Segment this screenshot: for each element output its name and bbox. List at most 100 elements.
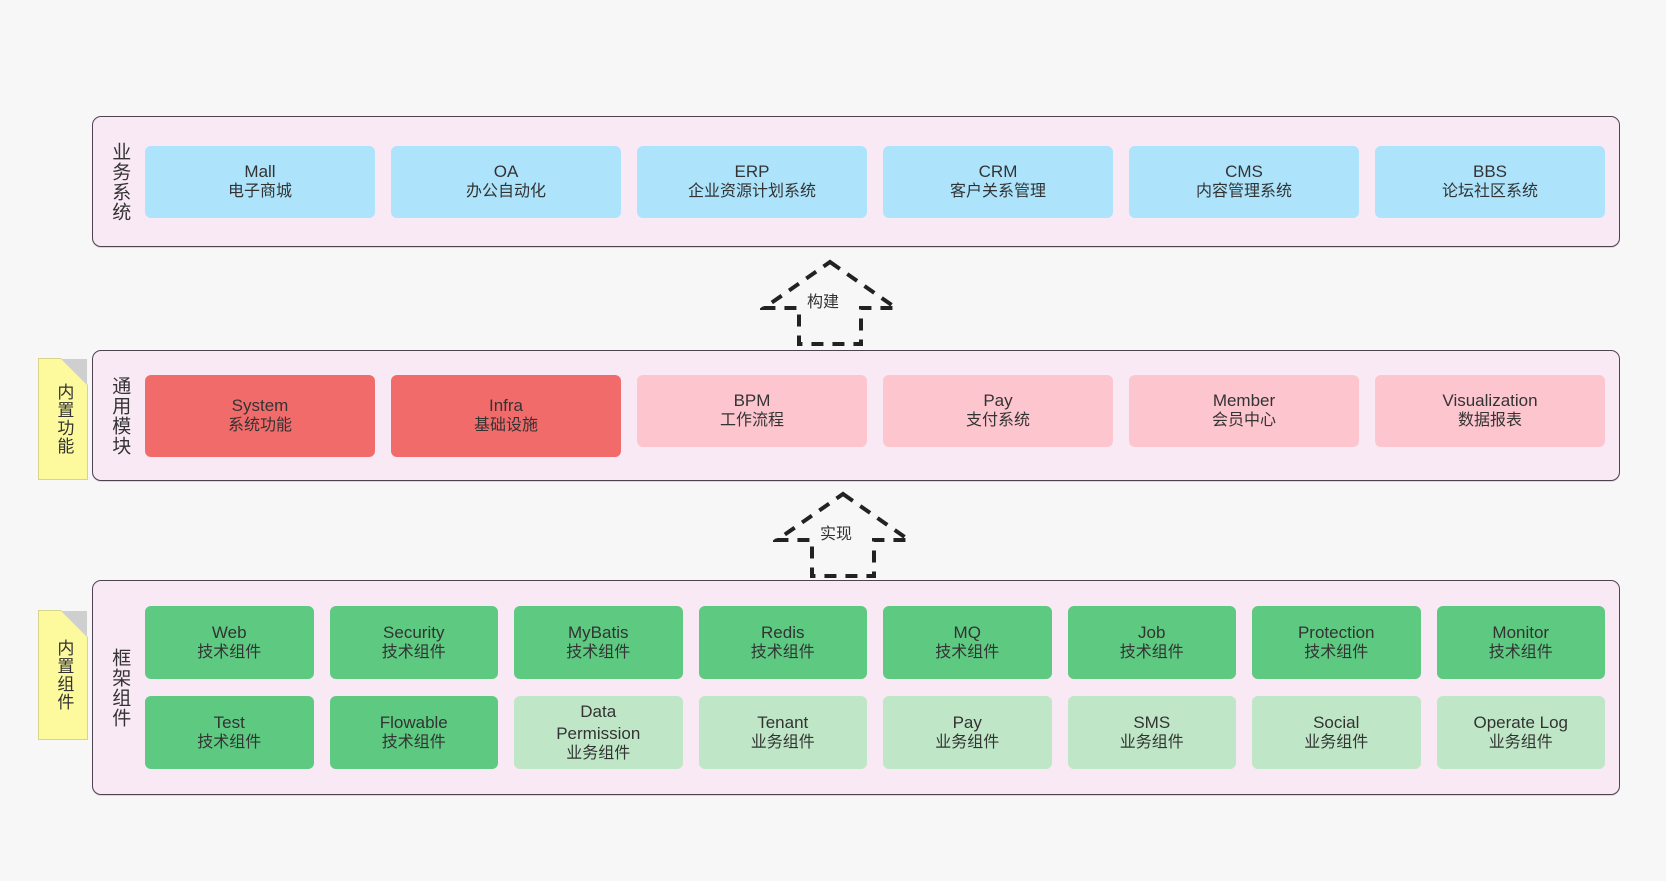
card-member[interactable]: Member 会员中心: [1129, 374, 1359, 447]
card-title: Pay: [983, 390, 1013, 410]
card-title: System: [231, 395, 289, 415]
card-subtitle: 业务组件: [1488, 734, 1553, 752]
card-title: Security: [383, 622, 445, 642]
card-title: Operate Log: [1473, 712, 1568, 732]
card-title: Flowable: [379, 712, 448, 732]
card-redis[interactable]: Redis 技术组件: [698, 606, 867, 679]
layer-body-business-system: Mall 电子商城 OA 办公自动化 ERP 企业资源计划系统 CRM 客户关系…: [139, 117, 1619, 246]
card-subtitle: 业务组件: [750, 734, 815, 752]
card-title: MQ: [953, 622, 981, 642]
card-subtitle: 技术组件: [935, 644, 1000, 662]
card-title: Job: [1138, 622, 1166, 642]
card-row: System 系统功能 Infra 基础设施 BPM 工作流程 Pay 支付系统…: [145, 374, 1605, 457]
card-subtitle: 数据报表: [1457, 412, 1522, 430]
card-infra[interactable]: Infra 基础设施: [391, 374, 621, 457]
card-protection[interactable]: Protection 技术组件: [1252, 606, 1421, 679]
card-row: Mall 电子商城 OA 办公自动化 ERP 企业资源计划系统 CRM 客户关系…: [145, 145, 1605, 218]
card-title: Test: [213, 712, 245, 732]
card-job[interactable]: Job 技术组件: [1067, 606, 1236, 679]
card-visualization[interactable]: Visualization 数据报表: [1375, 374, 1605, 447]
layer-business-system: 业务系统 Mall 电子商城 OA 办公自动化 ERP 企业资源计划系统 CRM…: [92, 116, 1620, 247]
card-tenant[interactable]: Tenant 业务组件: [698, 696, 867, 769]
card-subtitle: 工作流程: [719, 412, 784, 430]
card-title: Visualization: [1442, 390, 1538, 410]
card-title: Monitor: [1492, 622, 1550, 642]
card-subtitle: 技术组件: [566, 644, 631, 662]
card-subtitle: 业务组件: [1304, 734, 1369, 752]
card-mq[interactable]: MQ 技术组件: [883, 606, 1052, 679]
card-title: BPM: [733, 390, 771, 410]
card-title: Tenant: [757, 712, 809, 732]
card-sms[interactable]: SMS 业务组件: [1067, 696, 1236, 769]
card-erp[interactable]: ERP 企业资源计划系统: [637, 145, 867, 218]
card-subtitle: 企业资源计划系统: [687, 183, 816, 201]
layer-framework-component: 框架组件 Web 技术组件 Security 技术组件 MyBatis 技术组件…: [92, 580, 1620, 795]
card-title: CRM: [978, 161, 1018, 181]
card-title: Data Permission: [556, 702, 641, 743]
card-title: Social: [1313, 712, 1360, 732]
card-mall[interactable]: Mall 电子商城: [145, 145, 375, 218]
card-bbs[interactable]: BBS 论坛社区系统: [1375, 145, 1605, 218]
card-test[interactable]: Test 技术组件: [145, 696, 314, 769]
card-pay[interactable]: Pay 支付系统: [883, 374, 1113, 447]
card-monitor[interactable]: Monitor 技术组件: [1436, 606, 1605, 679]
card-flowable[interactable]: Flowable 技术组件: [329, 696, 498, 769]
layer-common-module: 通用模块 System 系统功能 Infra 基础设施 BPM 工作流程 Pay…: [92, 350, 1620, 481]
sticky-note-builtin-features: 内置功能: [38, 358, 88, 480]
card-title: SMS: [1133, 712, 1171, 732]
card-subtitle: 内容管理系统: [1195, 183, 1292, 201]
card-subtitle: 客户关系管理: [949, 183, 1046, 201]
card-subtitle: 技术组件: [197, 644, 262, 662]
card-subtitle: 支付系统: [965, 412, 1030, 430]
card-title: MyBatis: [568, 622, 629, 642]
card-subtitle: 技术组件: [197, 734, 262, 752]
card-security[interactable]: Security 技术组件: [329, 606, 498, 679]
card-subtitle: 论坛社区系统: [1441, 183, 1538, 201]
card-subtitle: 技术组件: [1304, 644, 1369, 662]
card-title: Pay: [952, 712, 982, 732]
card-title: Mall: [244, 161, 276, 181]
layer-title-business-system: 业务系统: [109, 141, 131, 222]
card-title: CMS: [1225, 161, 1263, 181]
card-data-permission[interactable]: Data Permission 业务组件: [514, 696, 683, 769]
card-web[interactable]: Web 技术组件: [145, 606, 314, 679]
connector-implement: 实现: [770, 490, 916, 578]
card-title: OA: [493, 161, 519, 181]
card-row: Test 技术组件 Flowable 技术组件 Data Permission …: [145, 696, 1605, 769]
card-title: Web: [211, 622, 247, 642]
card-subtitle: 办公自动化: [465, 183, 546, 201]
card-subtitle: 电子商城: [227, 183, 292, 201]
layer-body-common-module: System 系统功能 Infra 基础设施 BPM 工作流程 Pay 支付系统…: [139, 351, 1619, 480]
card-title: Member: [1212, 390, 1276, 410]
card-subtitle: 技术组件: [381, 734, 446, 752]
card-title: Infra: [488, 395, 524, 415]
card-subtitle: 技术组件: [750, 644, 815, 662]
card-subtitle: 技术组件: [1488, 644, 1553, 662]
connector-implement-label: 实现: [820, 526, 853, 543]
card-row: Web 技术组件 Security 技术组件 MyBatis 技术组件 Redi…: [145, 606, 1605, 679]
card-subtitle: 业务组件: [935, 734, 1000, 752]
card-oa[interactable]: OA 办公自动化: [391, 145, 621, 218]
card-subtitle: 系统功能: [227, 417, 292, 435]
card-subtitle: 业务组件: [1119, 734, 1184, 752]
card-social[interactable]: Social 业务组件: [1252, 696, 1421, 769]
sticky-note-label: 内置组件: [54, 639, 74, 711]
card-title: Redis: [761, 622, 805, 642]
card-subtitle: 业务组件: [566, 744, 631, 762]
card-crm[interactable]: CRM 客户关系管理: [883, 145, 1113, 218]
layer-title-common-module: 通用模块: [109, 375, 131, 456]
connector-build: 构建: [757, 258, 903, 346]
card-bpm[interactable]: BPM 工作流程: [637, 374, 867, 447]
layer-body-framework-component: Web 技术组件 Security 技术组件 MyBatis 技术组件 Redi…: [139, 581, 1619, 794]
card-cms[interactable]: CMS 内容管理系统: [1129, 145, 1359, 218]
card-mybatis[interactable]: MyBatis 技术组件: [514, 606, 683, 679]
sticky-note-builtin-components: 内置组件: [38, 610, 88, 740]
card-title: Protection: [1297, 622, 1375, 642]
card-operate-log[interactable]: Operate Log 业务组件: [1436, 696, 1605, 769]
card-title: ERP: [734, 161, 770, 181]
layer-title-framework-component: 框架组件: [109, 647, 131, 728]
card-pay-component[interactable]: Pay 业务组件: [883, 696, 1052, 769]
card-system[interactable]: System 系统功能: [145, 374, 375, 457]
build-arrow-icon: [757, 259, 903, 346]
